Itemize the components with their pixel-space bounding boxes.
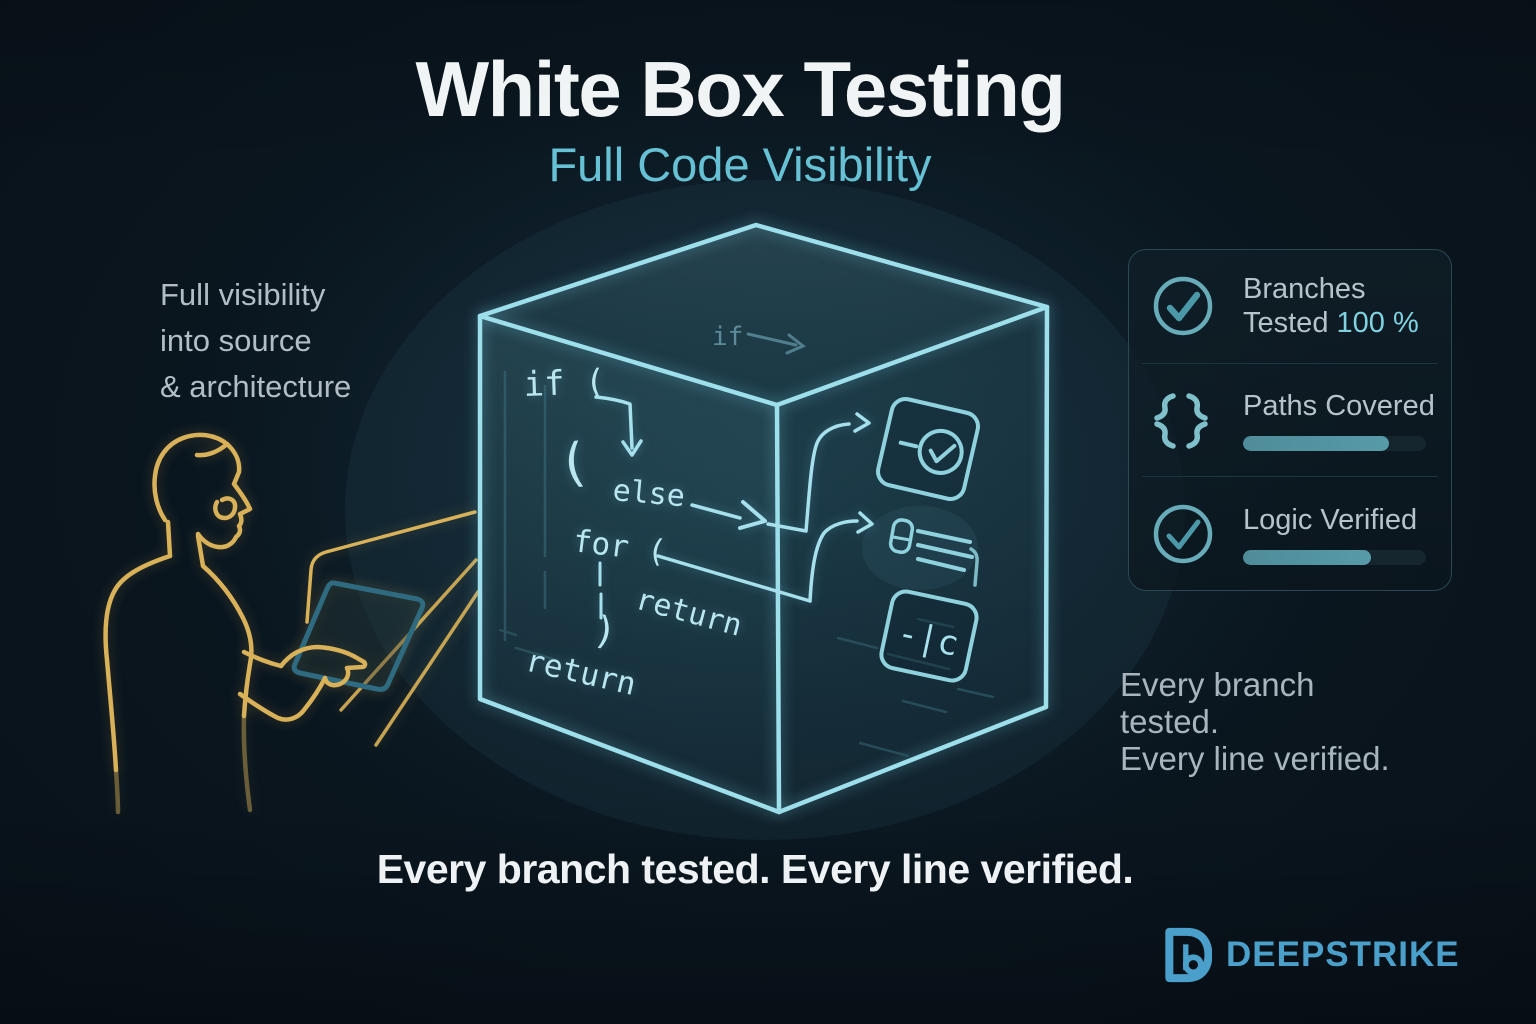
branches-label-line2: Tested 100 % <box>1243 307 1419 340</box>
braces-icon <box>1154 393 1208 449</box>
top-if-label: if <box>712 322 743 352</box>
check-mark-icon <box>928 443 957 464</box>
floor-dashes <box>498 617 995 758</box>
logic-progress-bar <box>1243 549 1426 565</box>
check-circle-icon <box>1153 277 1213 336</box>
left-note-line: & architecture <box>160 369 352 404</box>
panel-row-branches: Branches Tested 100 % <box>1129 250 1451 363</box>
list-icon <box>888 518 979 587</box>
hair-line <box>194 441 230 458</box>
right-note-line: Every line verified. <box>1120 740 1390 777</box>
thumb <box>322 665 351 688</box>
person-body <box>103 519 254 815</box>
header: White Box Testing Full Code Visibility <box>0 50 1480 188</box>
logic-label: Logic Verified <box>1243 503 1418 536</box>
cube-left-face <box>480 316 779 812</box>
logic-progress-fill <box>1243 549 1372 565</box>
right-note-line: tested. <box>1120 703 1220 740</box>
paths-block: Paths Covered <box>1243 389 1435 451</box>
paths-label: Paths Covered <box>1243 390 1435 422</box>
flow-arrows <box>594 395 874 620</box>
code-badge: -|c <box>879 589 979 683</box>
panel-row-paths: Paths Covered <box>1129 364 1451 477</box>
brand-logo: DEEPSTRIKE <box>1164 926 1460 984</box>
left-note: Full visibility into source & architectu… <box>160 272 351 410</box>
check-badge <box>876 397 980 501</box>
page-title: White Box Testing <box>415 45 1066 133</box>
branches-value: 100 % <box>1336 307 1419 340</box>
right-note: Every branch tested. Every line verified… <box>1120 666 1390 777</box>
top-face-code: if <box>712 322 806 355</box>
code-cube: if if ( ( else for ( return ) return <box>477 222 1050 815</box>
cube-guide-lines <box>503 370 547 642</box>
person-arm-hand <box>237 644 368 722</box>
tablet <box>291 580 426 692</box>
left-note-line: Full visibility <box>160 277 326 312</box>
badge-halo <box>862 506 978 590</box>
panel-divider <box>1142 476 1438 478</box>
top-if-arrow <box>746 332 806 355</box>
person-illustration <box>103 432 480 815</box>
logic-block: Logic Verified <box>1243 503 1426 565</box>
if-hook-arrow <box>594 395 634 450</box>
ear <box>213 496 238 521</box>
branches-label-line1: Branches <box>1243 273 1366 306</box>
for-line <box>656 554 812 603</box>
panel-divider <box>1142 362 1438 364</box>
code-paren-open: ( <box>555 432 592 495</box>
right-note-line: Every branch <box>1120 666 1315 703</box>
s-curve-1 <box>766 422 851 533</box>
panel-row-logic: Logic Verified <box>1129 477 1451 590</box>
brand-name: DEEPSTRIKE <box>1226 935 1460 974</box>
paths-progress-fill <box>1243 436 1390 451</box>
tagline: Every branch tested. Every line verified… <box>376 846 1134 892</box>
else-arrow <box>690 503 742 520</box>
cube-edges <box>477 222 1050 815</box>
left-note-line: into source <box>160 323 312 358</box>
branches-label: Branches Tested 100 % <box>1243 272 1419 340</box>
page-subtitle: Full Code Visibility <box>548 138 932 191</box>
code-else: else <box>611 473 686 514</box>
cube-right-face <box>777 307 1047 812</box>
code-if: if ( <box>523 362 606 405</box>
stats-panel: Branches Tested 100 % Paths Covered <box>1128 249 1452 591</box>
person-head <box>152 432 253 550</box>
check-circle-icon <box>1153 504 1213 563</box>
brand-d-icon <box>1165 927 1212 983</box>
paths-progress-bar <box>1243 436 1426 451</box>
s-curve-2 <box>808 519 859 603</box>
